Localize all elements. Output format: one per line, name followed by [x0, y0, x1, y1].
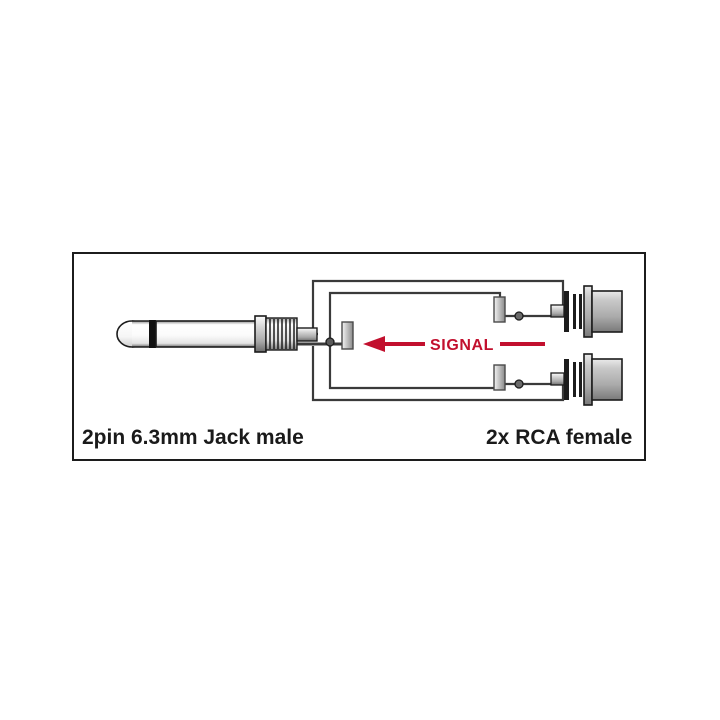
jack-strain-relief-ribs [269, 319, 295, 349]
jack-connector [116, 315, 318, 353]
signal-label: SIGNAL [430, 337, 494, 354]
rca-top-flange [583, 285, 593, 338]
signal-arrow [363, 336, 545, 352]
jack-insulator-ring [149, 320, 156, 348]
rca-top-ring-1 [564, 291, 569, 332]
rca-top-center-pin [550, 304, 565, 318]
signal-wire-top [311, 279, 565, 330]
right-connector-label: 2x RCA female [486, 426, 632, 449]
jack-barrel-end [296, 327, 318, 342]
rca-top-ring-3 [579, 294, 582, 329]
rca-top-ground-lug [493, 296, 506, 323]
jack-terminals [325, 321, 354, 350]
rca-top-solder-joint [514, 311, 524, 321]
rca-bottom-ring-2 [573, 362, 576, 397]
wire-harness [311, 279, 565, 402]
left-connector-label: 2pin 6.3mm Jack male [82, 426, 304, 449]
rca-top-body [591, 290, 623, 333]
rca-bottom-ring-1 [564, 359, 569, 400]
rca-bottom-body [591, 358, 623, 401]
jack-collar [254, 315, 267, 353]
signal-arrow-head [363, 336, 385, 352]
jack-tip-body [132, 321, 152, 347]
rca-bottom-ground-lug [493, 364, 506, 391]
rca-bottom-ring-3 [579, 362, 582, 397]
rca-female-top [493, 285, 623, 338]
diagram-frame [72, 252, 646, 461]
tip-terminal-lug [341, 321, 354, 350]
signal-wire-bottom [311, 346, 565, 402]
rca-bottom-solder-joint [514, 379, 524, 389]
sleeve-solder-joint [325, 337, 335, 347]
rca-bottom-center-pin [550, 372, 565, 386]
rca-bottom-flange [583, 353, 593, 406]
rca-top-ring-2 [573, 294, 576, 329]
jack-sleeve-shaft [155, 320, 257, 348]
rca-female-bottom [493, 353, 623, 406]
